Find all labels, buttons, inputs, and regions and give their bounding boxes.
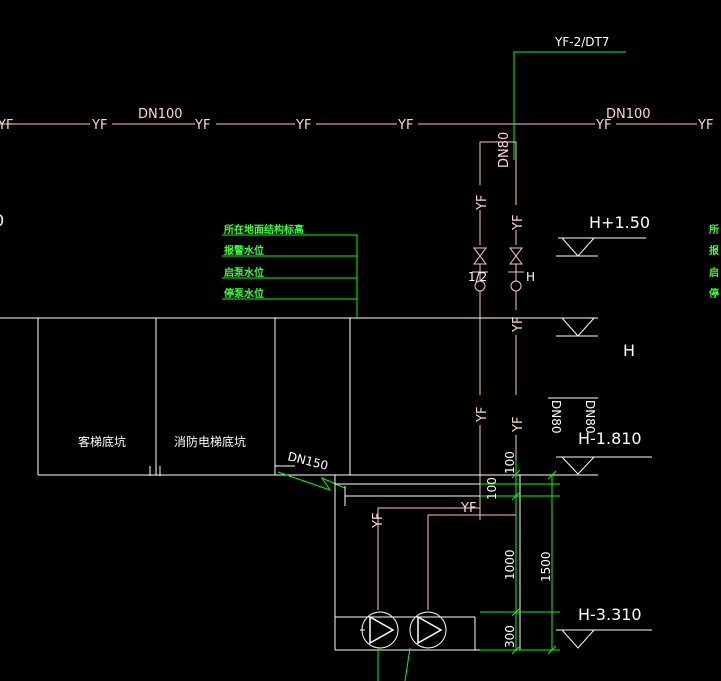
pipe-size-riser-3: DN80 [583, 400, 597, 434]
right-edge-label-3: 启 [709, 266, 719, 279]
elevation-marker-top [556, 237, 646, 257]
pipe-code-yf-5: YF [397, 118, 413, 133]
pipe-code-yf-4: YF [295, 118, 311, 133]
elevator-pits-outline [37, 318, 598, 476]
level-label-structure: 所在地面结构标高 [224, 223, 304, 236]
riser-yf-1: YF [475, 195, 490, 211]
pipe-code-yf-2: YF [91, 118, 107, 133]
elevation-ground: H [623, 341, 635, 360]
dim-1500: 1500 [539, 551, 553, 582]
right-edge-label-2: 报 [709, 244, 719, 257]
pit-label-passenger: 客梯底坑 [78, 434, 126, 449]
valve-group-left[interactable] [472, 247, 488, 305]
pump-leader-right [404, 647, 411, 681]
dimension-lines [480, 460, 560, 655]
pump-discharge-pipes [377, 500, 517, 610]
riser-yf-4: YF [475, 407, 490, 423]
dim-100-upper: 100 [503, 451, 517, 474]
level-label-alarm: 报警水位 [224, 244, 264, 257]
elevation-marker-sump [556, 629, 652, 649]
valve-mark-right: H [526, 270, 535, 284]
pump-right[interactable] [409, 611, 447, 649]
left-edge-glyph: 0 [0, 211, 4, 230]
top-label: YF-2/DT7 [554, 35, 609, 49]
dim-1000: 1000 [503, 549, 517, 580]
pump-yf-label: YF [371, 513, 386, 529]
pump-yf-label-2: YF [460, 501, 476, 516]
pipe-code-yf-6: YF [595, 118, 611, 133]
valve-mark-left: 1/2 [468, 270, 487, 284]
right-edge-label-4: 停 [709, 287, 719, 300]
pipe-size-riser: DN80 [497, 132, 512, 168]
level-label-pump-start: 启泵水位 [224, 266, 264, 279]
pump-left[interactable] [360, 611, 399, 649]
pipe-size-main-left: DN100 [138, 107, 183, 122]
elevation-marker-pit [556, 456, 652, 475]
pipe-size-riser-2: DN80 [549, 400, 563, 434]
dim-100-lower: 100 [485, 477, 499, 500]
riser-yf-3: YF [511, 317, 526, 333]
riser-yf-5: YF [511, 417, 526, 433]
valve-group-right[interactable] [508, 247, 524, 305]
level-leaders [222, 234, 358, 318]
dim-300: 300 [503, 625, 517, 648]
riser-yf-2: YF [511, 215, 526, 231]
elevation-marker-ground [556, 317, 598, 337]
right-edge-label-1: 所 [709, 223, 719, 236]
pipe-code-yf-3: YF [194, 118, 210, 133]
pit-label-fire: 消防电梯底坑 [174, 434, 246, 449]
top-label-leader [513, 51, 626, 160]
pipe-code-yf-1: YF [0, 118, 13, 133]
elevation-top: H+1.50 [589, 213, 650, 232]
elevation-pit-bottom: H-1.810 [578, 429, 642, 448]
elevation-sump-bottom: H-3.310 [578, 605, 642, 624]
pipe-size-outlet: DN150 [286, 449, 329, 473]
pipe-code-yf-7: YF [697, 118, 713, 133]
pipe-size-main-right: DN100 [606, 107, 651, 122]
dn150-outlet-leader [277, 471, 346, 491]
level-label-pump-stop: 停泵水位 [224, 287, 264, 300]
